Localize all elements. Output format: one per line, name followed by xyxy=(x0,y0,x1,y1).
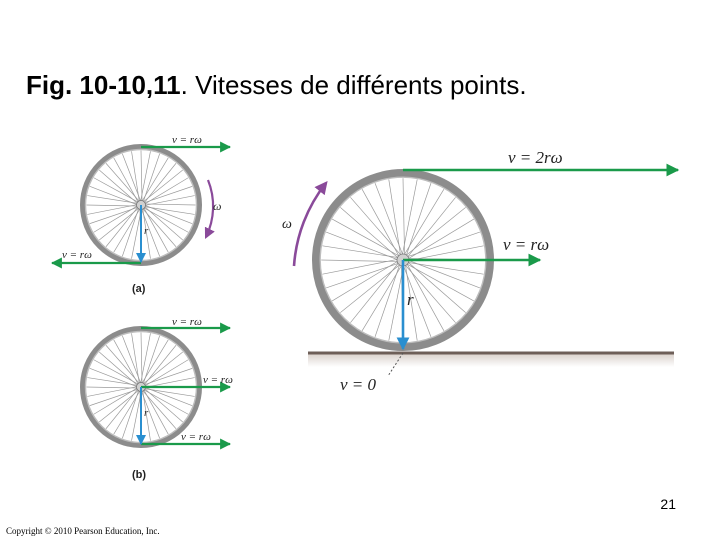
contact-pointer xyxy=(387,352,404,377)
label-contact-velocity: v = 0 xyxy=(340,375,377,394)
slide-title: Fig. 10-10,11. Vitesses de différents po… xyxy=(26,70,527,101)
wheel-a-spokes xyxy=(86,150,196,260)
label-big-center-velocity: v = rω xyxy=(503,235,549,254)
label-a-omega: ω xyxy=(213,199,221,213)
label-b-radius: r xyxy=(144,407,149,419)
panel-b: v = rω v = rω v = rω r (b) xyxy=(79,316,233,481)
label-b-center-velocity: v = rω xyxy=(203,374,233,386)
title-figure-ref: Fig. 10-10,11 xyxy=(26,70,181,100)
label-big-radius: r xyxy=(407,290,414,309)
slide-number: 21 xyxy=(660,496,676,512)
panel-a: v = rω v = rω r ω (a) xyxy=(50,134,232,295)
label-a-bottom-velocity: v = rω xyxy=(62,249,92,261)
label-b-bottom-velocity: v = rω xyxy=(181,431,211,443)
label-big-omega: ω xyxy=(282,217,292,232)
rotation-arrow-a xyxy=(204,179,215,239)
label-a-radius: r xyxy=(144,225,149,237)
ground-shadow xyxy=(308,353,674,367)
label-panel-b: (b) xyxy=(132,469,146,481)
label-big-top-velocity: v = 2rω xyxy=(508,148,563,167)
copyright-notice: Copyright © 2010 Pearson Education, Inc. xyxy=(6,526,160,536)
title-caption: . Vitesses de différents points. xyxy=(180,70,527,100)
panel-rolling: v = 2rω v = rω r v = 0 ω xyxy=(282,148,680,394)
wheel-b-spokes xyxy=(86,332,196,442)
rotation-arrow-big xyxy=(292,180,328,267)
label-b-top-velocity: v = rω xyxy=(172,316,202,328)
wheel-big-spokes xyxy=(321,178,485,342)
label-panel-a: (a) xyxy=(132,283,146,295)
label-a-top-velocity: v = rω xyxy=(172,134,202,146)
